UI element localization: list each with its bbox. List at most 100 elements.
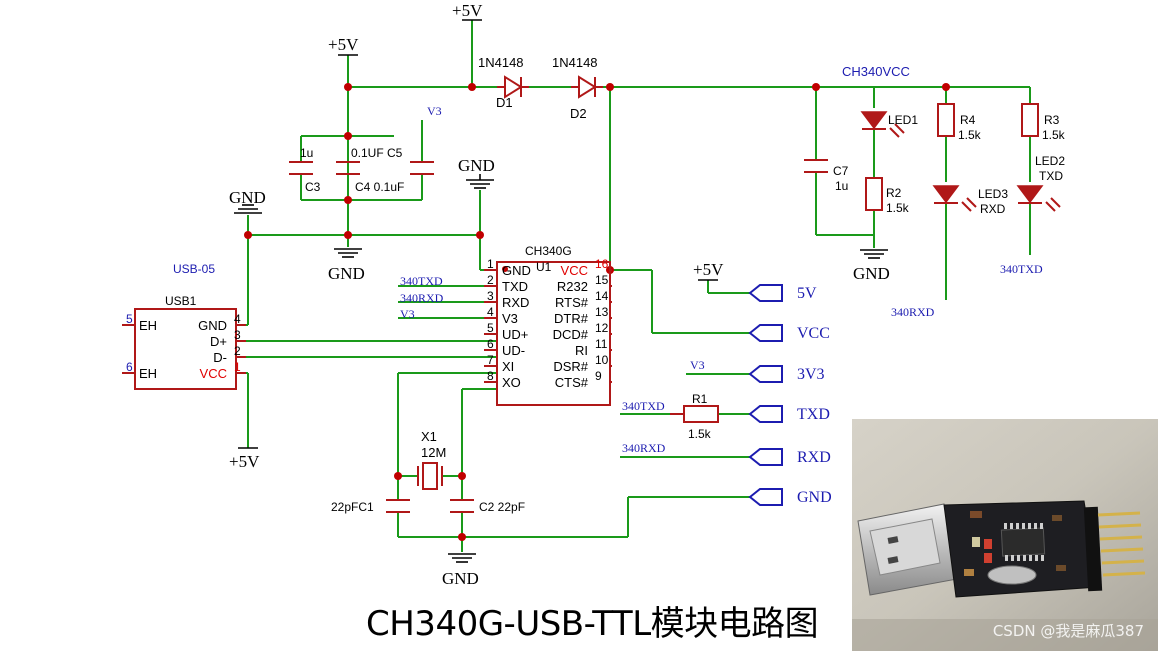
header-connector: 5V <box>748 284 817 302</box>
capacitor-c5: 0.1UF C5 V3 <box>351 104 442 175</box>
r2-value: 1.5k <box>886 201 910 215</box>
v5-header-label: +5V <box>693 260 724 279</box>
r3-ref: R3 <box>1044 113 1060 127</box>
capacitor-c2: C2 22pF <box>450 499 525 514</box>
net-340txd-header: 340TXD <box>622 399 665 413</box>
led-led1: LED1 <box>860 111 918 138</box>
module-photo: CSDN @我是麻瓜387 <box>852 419 1158 651</box>
c4-ref: C4 0.1uF <box>355 180 404 194</box>
c3-value: 1u <box>300 146 313 160</box>
junction-dots <box>244 83 950 541</box>
gnd-caps-label: GND <box>328 264 365 283</box>
c5-ref: 0.1UF C5 <box>351 146 403 160</box>
header-connector-label: VCC <box>797 325 830 342</box>
gnd-symbol-top: GND <box>458 156 495 189</box>
net-v3-header: V3 <box>690 358 705 372</box>
diode-d1: 1N4148 D1 <box>478 55 529 110</box>
ic-pin-name: TXD <box>502 279 528 294</box>
usb-pin-number: 1 <box>234 360 241 374</box>
ic-pin-number: 13 <box>595 305 609 319</box>
net-340txd-u1: 340TXD <box>400 274 443 288</box>
r1-value: 1.5k <box>688 427 712 441</box>
ic-pin-name: DSR# <box>553 359 588 374</box>
resistor-r2: R2 1.5k <box>865 177 910 215</box>
ic-pin-name: CTS# <box>555 375 589 390</box>
ic-pin-name: DTR# <box>554 311 589 326</box>
led3-function: RXD <box>980 202 1006 216</box>
usb-pin-number: 4 <box>234 312 241 326</box>
header-connector: 3V3 <box>748 365 825 383</box>
ic-pin-number: 4 <box>487 305 494 319</box>
usb-pin-name: GND <box>198 318 227 333</box>
ic-pin-number: 3 <box>487 289 494 303</box>
v5-bottom-label: +5V <box>229 452 260 471</box>
gnd-top-label: GND <box>458 156 495 175</box>
gnd-symbol-xtal: GND <box>442 553 479 588</box>
ic-pin-number: 16 <box>595 257 609 271</box>
ic-name: CH340G <box>525 244 572 258</box>
ic-pin-number: 8 <box>487 369 494 383</box>
c7-ref: C7 <box>833 164 849 178</box>
led3-ref: LED3 <box>978 187 1008 201</box>
header-connector-label: GND <box>797 489 832 506</box>
header-connector: GND <box>748 488 832 506</box>
ic-ref: U1 <box>536 260 552 274</box>
ic-pin-name: DCD# <box>553 327 589 342</box>
header-connector-label: 3V3 <box>797 366 825 383</box>
header-connector-label: 5V <box>797 285 817 302</box>
ic-pin-name: RTS# <box>555 295 589 310</box>
ic-pin-number: 2 <box>487 273 494 287</box>
usb-pin-name: D+ <box>210 334 227 349</box>
resistor-r4: R4 1.5k <box>937 103 982 142</box>
header-connector-shape <box>748 284 783 302</box>
ch340vcc-net-label: CH340VCC <box>842 64 910 79</box>
c3-ref: C3 <box>305 180 321 194</box>
ic-pin-number: 12 <box>595 321 609 335</box>
ic-pin-number: 10 <box>595 353 609 367</box>
c7-value: 1u <box>835 179 848 193</box>
c2-ref: C2 22pF <box>479 500 525 514</box>
ic-pin-name: XI <box>502 359 514 374</box>
ic-pin-number: 9 <box>595 369 602 383</box>
x1-value: 12M <box>421 445 446 460</box>
crystal-x1: X1 12M <box>417 429 446 490</box>
led-led2: LED2 TXD <box>1016 154 1065 212</box>
header-connector: VCC <box>748 324 830 342</box>
gnd-xtal-label: GND <box>442 569 479 588</box>
v5-cap-label: +5V <box>328 35 359 54</box>
header-connector-label: TXD <box>797 406 830 423</box>
ic-pin-number: 15 <box>595 273 609 287</box>
ic-pin-number: 7 <box>487 353 494 367</box>
ic-pin-name: UD+ <box>502 327 528 342</box>
v5-top-label: +5V <box>452 1 483 20</box>
usb-pin-number: 6 <box>126 360 133 374</box>
r3-value: 1.5k <box>1042 128 1066 142</box>
d1-part-label: 1N4148 <box>478 55 524 70</box>
ic-pin-name: UD- <box>502 343 525 358</box>
d2-ref-label: D2 <box>570 106 587 121</box>
r1-ref: R1 <box>692 392 708 406</box>
capacitor-c3: 1u C3 <box>289 146 321 194</box>
header-connector-shape <box>748 448 783 466</box>
usb-pin-number: 3 <box>234 328 241 342</box>
usb1-ref: USB1 <box>165 294 197 308</box>
r4-value: 1.5k <box>958 128 982 142</box>
wires <box>236 20 1031 552</box>
d2-part-label: 1N4148 <box>552 55 598 70</box>
ic-pin-number: 6 <box>487 337 494 351</box>
capacitor-c1: 22pFC1 <box>331 499 410 514</box>
header-connector: TXD <box>748 405 830 423</box>
net-340rxd-led: 340RXD <box>891 305 935 319</box>
led1-ref: LED1 <box>888 113 918 127</box>
usb-pin-name: EH <box>139 366 157 381</box>
resistor-r1: R1 1.5k <box>670 392 719 441</box>
v3-cap-label: V3 <box>427 104 442 118</box>
net-v3-u1: V3 <box>400 307 415 321</box>
usb05-label: USB-05 <box>173 262 215 276</box>
c1-ref: 22pFC1 <box>331 500 374 514</box>
gnd-led-label: GND <box>853 264 890 283</box>
ic-pin-number: 1 <box>487 257 494 271</box>
